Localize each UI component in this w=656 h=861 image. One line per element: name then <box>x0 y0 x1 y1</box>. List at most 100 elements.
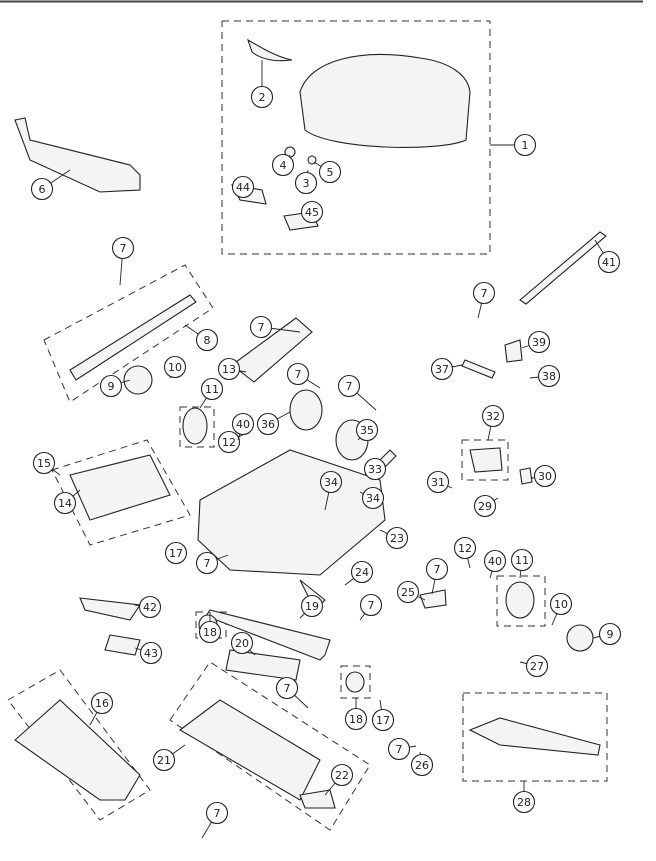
callout-circle <box>249 315 273 339</box>
callout-circle <box>344 707 368 731</box>
callout-circle <box>275 676 299 700</box>
group-box-32 <box>461 439 509 481</box>
callout-number: 22 <box>335 769 349 782</box>
callout-19: 19 <box>299 594 324 619</box>
callout-number: 20 <box>235 637 249 650</box>
callout-28: 28 <box>512 781 536 814</box>
callout-37: 37 <box>430 357 463 381</box>
part-21-plate <box>179 699 321 801</box>
callout-2: 2 <box>250 60 274 109</box>
callout-number: 8 <box>204 334 211 347</box>
callout-15: 15 <box>32 451 61 476</box>
callout-circle <box>230 631 254 655</box>
callout-circle <box>512 790 536 814</box>
callout-circle <box>195 551 219 575</box>
callout-number: 40 <box>488 555 502 568</box>
callout-number: 10 <box>168 361 182 374</box>
part-23-base <box>197 449 386 576</box>
callout-circle <box>371 708 395 732</box>
callout-number: 29 <box>478 500 492 513</box>
callout-44: 44 <box>231 175 255 199</box>
callout-number: 28 <box>517 796 531 809</box>
callout-circle <box>111 236 135 260</box>
callout-number: 7 <box>396 743 403 756</box>
callout-25: 25 <box>396 580 426 604</box>
callout-10: 10 <box>549 592 573 626</box>
callout-circle <box>387 737 411 761</box>
callout-30: 30 <box>531 464 557 488</box>
callout-circle <box>286 362 310 386</box>
callout-10: 10 <box>163 355 187 379</box>
part-25 <box>419 589 447 609</box>
group-boxes <box>7 20 608 831</box>
callout-number: 4 <box>280 159 287 172</box>
callout-number: 43 <box>144 647 158 660</box>
callout-35: 35 <box>355 418 379 442</box>
callout-7: 7 <box>195 551 229 575</box>
callout-8: 8 <box>184 324 219 352</box>
callout-31: 31 <box>426 470 453 494</box>
callout-circle <box>350 560 374 584</box>
callout-number: 33 <box>368 463 382 476</box>
callout-number: 13 <box>222 363 236 376</box>
callout-7: 7 <box>425 557 449 595</box>
callout-3: 3 <box>294 169 318 195</box>
callout-number: 7 <box>346 380 353 393</box>
callout-circle <box>300 594 324 618</box>
callout-34: 34 <box>319 470 343 511</box>
callout-18: 18 <box>344 697 368 731</box>
callout-circle <box>139 641 163 665</box>
part-14 <box>69 454 171 521</box>
part-43 <box>104 634 141 656</box>
group-box-11-left <box>179 406 215 448</box>
callout-43: 43 <box>134 641 163 665</box>
callout-7: 7 <box>359 593 383 621</box>
callout-circle <box>527 330 551 354</box>
callout-circle <box>425 557 449 581</box>
callout-number: 7 <box>284 682 291 695</box>
callout-5: 5 <box>313 160 342 184</box>
callout-number: 17 <box>376 714 390 727</box>
callout-circle <box>256 412 280 436</box>
part-11-right <box>505 581 535 619</box>
callout-number: 16 <box>95 697 109 710</box>
callout-number: 7 <box>434 563 441 576</box>
group-box-15 <box>51 439 191 546</box>
callout-number: 7 <box>368 599 375 612</box>
part-18-right <box>345 671 365 693</box>
callout-number: 24 <box>355 566 369 579</box>
callout-circle <box>430 357 454 381</box>
part-hood <box>299 54 471 148</box>
callout-number: 2 <box>259 91 266 104</box>
callout-45: 45 <box>300 200 324 224</box>
callout-14: 14 <box>53 489 81 515</box>
callout-number: 23 <box>390 532 404 545</box>
callout-circle <box>217 430 241 454</box>
callout-circle <box>319 470 343 494</box>
callout-number: 36 <box>261 418 275 431</box>
callout-number: 42 <box>143 601 157 614</box>
part-39 <box>504 339 523 363</box>
callout-22: 22 <box>324 763 354 796</box>
callout-number: 11 <box>515 554 529 567</box>
part-36 <box>289 389 323 431</box>
part-20 <box>225 649 301 681</box>
callout-number: 32 <box>486 410 500 423</box>
callout-number: 7 <box>258 321 265 334</box>
callout-circle <box>363 457 387 481</box>
callout-number: 14 <box>58 497 72 510</box>
callout-circle <box>549 592 573 616</box>
callout-circle <box>410 753 434 777</box>
callout-13: 13 <box>217 357 247 381</box>
callout-circle <box>250 85 274 109</box>
callout-circle <box>355 418 379 442</box>
callout-39: 39 <box>521 330 551 354</box>
callout-number: 34 <box>324 476 338 489</box>
callout-circle <box>359 593 383 617</box>
callout-number: 9 <box>607 628 614 641</box>
callout-21: 21 <box>152 744 186 772</box>
part-32 <box>469 447 503 473</box>
callout-1: 1 <box>490 133 537 157</box>
part-37 <box>461 359 496 379</box>
